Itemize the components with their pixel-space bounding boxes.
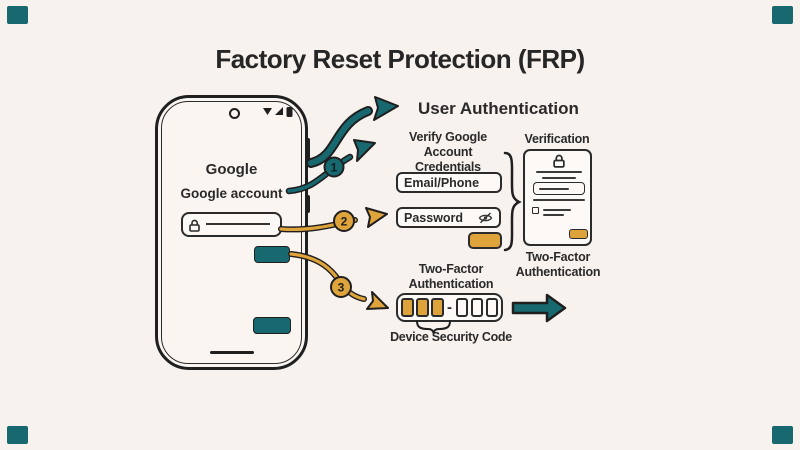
verify-heading-line1: Verify Google (409, 130, 487, 144)
code-digit-filled[interactable] (416, 298, 429, 317)
phone-confirm-button[interactable] (253, 317, 291, 334)
card-code-input[interactable] (533, 182, 585, 195)
corner-mark-bottom-left (7, 426, 28, 444)
email-phone-input[interactable]: Email/Phone (396, 172, 502, 193)
eye-off-icon[interactable] (478, 212, 493, 224)
code-digit-filled[interactable] (401, 298, 414, 317)
code-digit-empty[interactable] (455, 298, 468, 317)
card-input-line (539, 187, 569, 190)
lock-icon (189, 219, 200, 232)
lock-icon (553, 154, 565, 168)
step-badge-1 (323, 156, 345, 178)
credentials-brace (503, 151, 522, 252)
device-security-code-label: Device Security Code (390, 330, 512, 344)
two-factor-heading-line2: Authentication (408, 277, 494, 291)
camera-dot-icon (229, 108, 240, 119)
step-badge-3 (330, 276, 352, 298)
google-account-label: Google account (180, 186, 283, 201)
step-number-1: 1 (331, 161, 338, 175)
step-number-2: 2 (341, 215, 348, 229)
corner-mark-top-left (7, 6, 28, 24)
code-digit-filled[interactable] (431, 298, 444, 317)
card-text-line (536, 171, 582, 173)
verify-heading-line2: Account Credentials (415, 145, 481, 174)
code-separator: - (447, 299, 452, 316)
code-digit-empty[interactable] (485, 298, 498, 317)
security-code-row: - (396, 293, 503, 322)
sign-in-button[interactable] (468, 232, 502, 249)
corner-mark-bottom-right (772, 426, 793, 444)
home-indicator (210, 351, 254, 354)
card-divider (533, 199, 585, 201)
arrow-code-forward (511, 293, 567, 323)
lock-input-line (206, 223, 270, 225)
step-badge-2 (333, 210, 355, 232)
verification-card (523, 149, 592, 246)
two-factor-heading-line1: Two-Factor (418, 262, 484, 276)
two-factor-caption-line1: Two-Factor (525, 250, 591, 264)
two-factor-caption-line2: Authentication (515, 265, 601, 279)
phone-power-button[interactable] (305, 138, 310, 163)
corner-mark-top-right (772, 6, 793, 24)
status-bar-icons (263, 107, 293, 117)
code-digit-empty[interactable] (470, 298, 483, 317)
page-title: Factory Reset Protection (FRP) (215, 44, 585, 74)
card-submit-button[interactable] (569, 229, 588, 239)
two-factor-heading: Two-Factor Authentication (401, 262, 501, 292)
battery-icon (286, 107, 293, 117)
checkbox-label-line (543, 209, 571, 211)
phone-screen (161, 101, 302, 364)
step-number-3: 3 (338, 281, 345, 295)
checkbox-label-line (543, 214, 564, 216)
two-factor-caption: Two-Factor Authentication (512, 250, 604, 280)
user-authentication-label: User Authentication (418, 99, 579, 118)
remember-checkbox[interactable] (532, 207, 539, 214)
signal-icon (275, 107, 283, 115)
phone-next-button[interactable] (254, 246, 290, 263)
wifi-icon (263, 108, 272, 115)
phone-volume-button[interactable] (305, 195, 310, 213)
google-brand-label: Google (205, 161, 258, 178)
card-text-line (542, 177, 576, 179)
password-input[interactable]: Password (396, 207, 501, 228)
arrow-user-authentication (306, 96, 399, 168)
email-phone-placeholder: Email/Phone (404, 175, 480, 190)
verify-credentials-heading: Verify Google Account Credentials (390, 130, 506, 175)
password-placeholder: Password (404, 210, 464, 225)
verification-title: Verification (524, 132, 590, 146)
